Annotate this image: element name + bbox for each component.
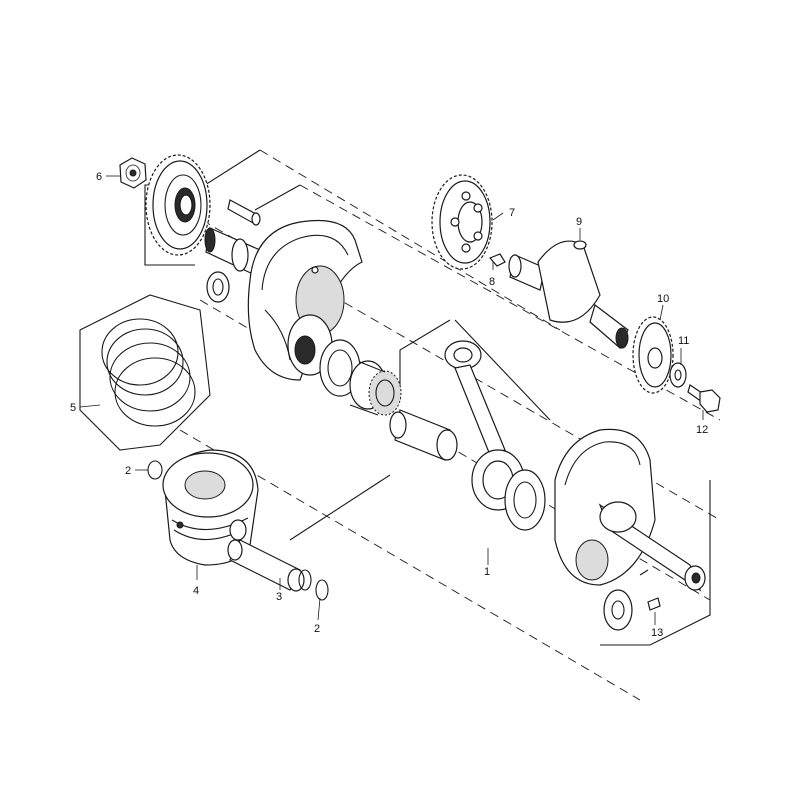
part-12-bolt xyxy=(687,384,721,413)
callout-2-upper: 2 xyxy=(125,465,131,477)
callout-11: 11 xyxy=(678,335,689,347)
callout-12: 12 xyxy=(696,424,708,436)
part-10-sprocket xyxy=(632,316,674,394)
thrust-washer-right xyxy=(504,469,546,531)
leader-lines xyxy=(79,175,704,625)
part-5-piston-rings xyxy=(79,294,211,451)
crank-pin xyxy=(389,409,458,461)
part-3-piston-pin xyxy=(227,539,305,592)
callout-13: 13 xyxy=(651,627,663,639)
part-9-crankshaft xyxy=(508,240,629,349)
callout-2-lower: 2 xyxy=(314,623,320,635)
callout-labels: 6 7 8 9 10 11 12 5 2 4 3 2 1 13 xyxy=(70,171,708,639)
part-11-washer xyxy=(669,362,687,388)
needle-bearing xyxy=(349,360,402,416)
callout-1: 1 xyxy=(484,566,490,578)
callout-9: 9 xyxy=(576,216,582,228)
part-8-woodruff-key xyxy=(488,253,506,267)
callout-3: 3 xyxy=(276,591,282,603)
part-7-gear xyxy=(431,174,493,270)
drive-gear-left xyxy=(145,154,211,256)
callout-6: 6 xyxy=(96,171,102,183)
callout-7: 7 xyxy=(509,207,515,219)
part-2-circlips-lower xyxy=(298,569,329,601)
callout-5: 5 xyxy=(70,402,76,414)
part-13-key xyxy=(639,569,661,611)
washer-left-small xyxy=(206,271,230,303)
part-4-piston xyxy=(162,449,259,566)
part-2-circlip-upper xyxy=(147,460,163,480)
callout-10: 10 xyxy=(657,293,669,305)
crank-half-left xyxy=(204,199,363,381)
callout-8: 8 xyxy=(489,276,495,288)
crank-half-right xyxy=(554,428,706,631)
callout-4: 4 xyxy=(193,585,199,597)
part-6-nut xyxy=(119,157,147,189)
